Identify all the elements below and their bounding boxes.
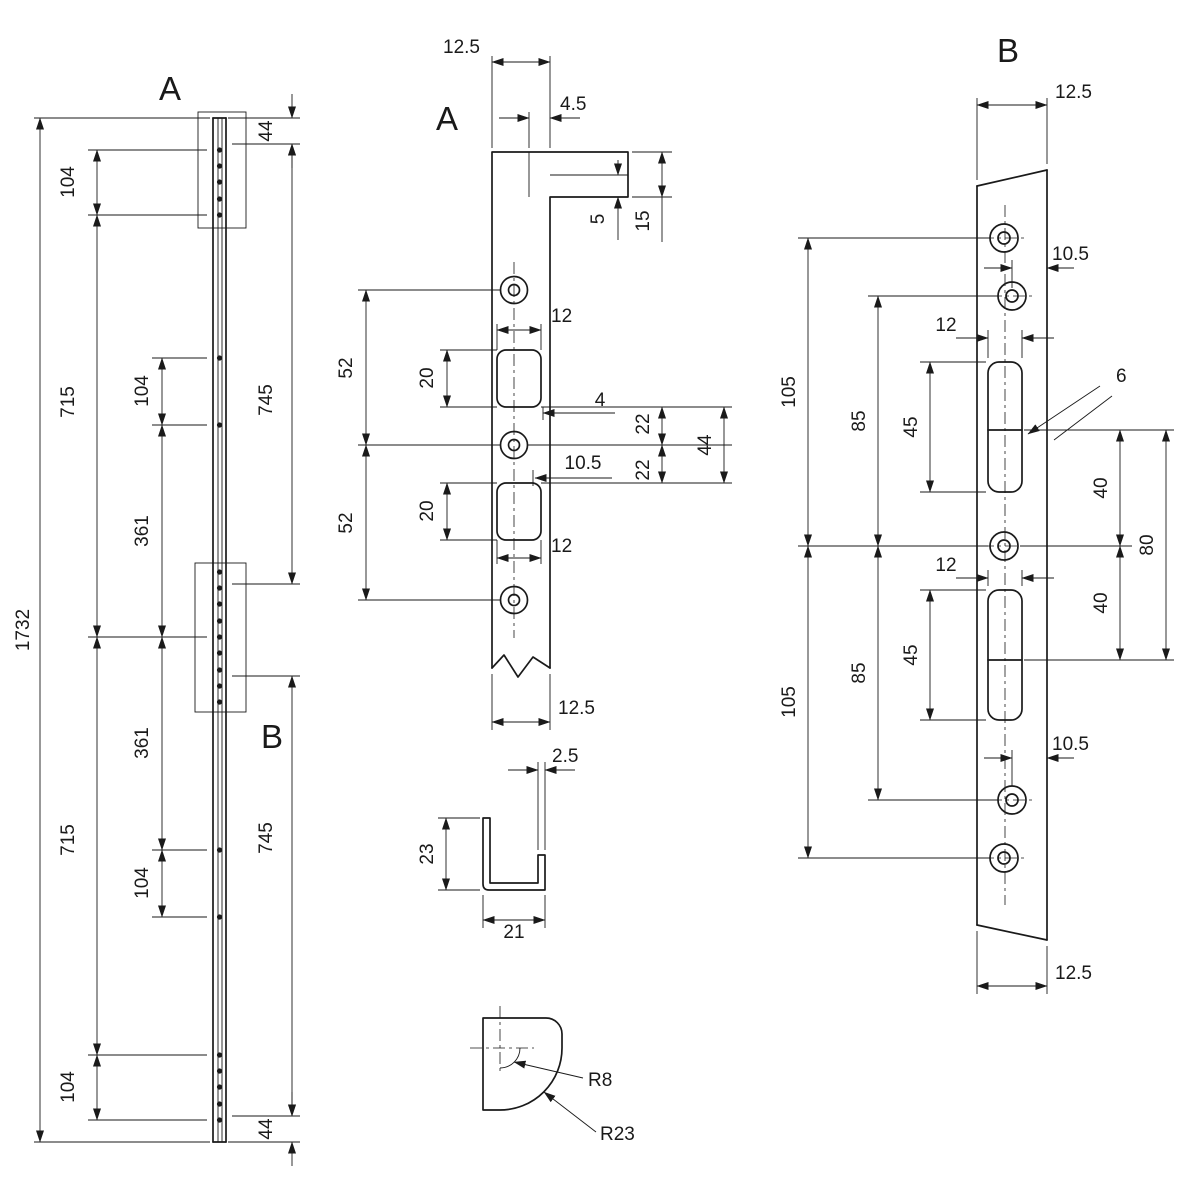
dim-sec-21: 21 <box>503 922 524 943</box>
screw-hole <box>499 585 529 615</box>
detail-a-dimensions <box>362 58 728 726</box>
dim-a-52-bot: 52 <box>336 512 357 533</box>
dim-a-52-top: 52 <box>336 357 357 378</box>
dim-sec-2-5: 2.5 <box>552 746 578 767</box>
detail-a-plate <box>491 151 629 678</box>
dim-b-12-5-bot: 12.5 <box>1055 963 1092 984</box>
overview-extension-lines <box>34 117 300 1143</box>
latch-slot <box>496 349 542 408</box>
detail-a-extension-lines <box>358 56 732 730</box>
dim-715-top: 715 <box>58 386 79 418</box>
corner-detail-view: R8 R23 <box>470 1006 635 1145</box>
overview-label-b: B <box>261 718 283 755</box>
dim-361-bot: 361 <box>132 727 153 759</box>
dim-104-bot: 104 <box>58 1071 79 1103</box>
overview-dimensions <box>36 94 296 1166</box>
screw-hole <box>499 430 529 460</box>
dim-b-80: 80 <box>1137 534 1158 555</box>
dim-44-top: 44 <box>256 120 277 142</box>
dim-a-4: 4 <box>595 390 606 411</box>
dim-104-mid-top: 104 <box>132 375 153 407</box>
dim-745-top: 745 <box>256 384 277 416</box>
dim-b-85-bot: 85 <box>849 662 870 683</box>
screw-hole <box>499 275 529 305</box>
faceplate-holes <box>216 147 223 1123</box>
dim-a-12-5-bot: 12.5 <box>558 698 595 719</box>
dim-a-20-top: 20 <box>417 367 438 388</box>
dim-b-12-top: 12 <box>935 315 956 336</box>
detail-b-label: B <box>997 32 1019 69</box>
dim-b-12-5-top: 12.5 <box>1055 82 1092 103</box>
detail-b-region-box <box>194 562 247 713</box>
dim-b-85-top: 85 <box>849 410 870 431</box>
dim-a-20-bot: 20 <box>417 500 438 521</box>
dim-b-45-top: 45 <box>901 416 922 437</box>
dim-a-10-5: 10.5 <box>565 453 602 474</box>
detail-b-dimensions <box>804 101 1170 990</box>
detail-a-label: A <box>436 100 458 137</box>
dim-b-40-top: 40 <box>1091 477 1112 498</box>
detail-a-region-box <box>197 111 247 229</box>
dim-a-12-top: 12 <box>551 306 572 327</box>
radius-r8: R8 <box>588 1070 612 1091</box>
dim-a-5: 5 <box>588 214 609 225</box>
latch-slot <box>987 589 1023 721</box>
latch-slot <box>987 361 1023 493</box>
dim-715-bot: 715 <box>58 824 79 856</box>
dim-sec-23: 23 <box>417 843 438 864</box>
detail-b-view: B 12.5 10.5 105 85 12 45 6 40 80 12 40 1… <box>779 32 1174 994</box>
dim-b-10-5-bot: 10.5 <box>1052 734 1089 755</box>
dim-a-12-5-top: 12.5 <box>443 37 480 58</box>
dim-b-10-5-top: 10.5 <box>1052 244 1089 265</box>
dim-104-top: 104 <box>58 166 79 198</box>
detail-a-view: A 12.5 4.5 5 15 52 20 12 4 22 22 44 10.5… <box>336 37 732 730</box>
latch-slot <box>496 482 542 541</box>
dim-a-44: 44 <box>695 434 716 456</box>
dim-361-top: 361 <box>132 515 153 547</box>
dim-b-45-bot: 45 <box>901 644 922 665</box>
overview-view: 1732 104 715 104 361 361 104 715 104 44 … <box>13 70 300 1166</box>
dim-b-6: 6 <box>1116 366 1127 387</box>
section-profile <box>482 817 546 891</box>
overview-label-a: A <box>159 70 181 107</box>
corner-geometry <box>470 1006 563 1111</box>
break-line <box>976 924 1048 941</box>
dim-a-22-b: 22 <box>633 459 654 480</box>
dim-total: 1732 <box>13 609 34 651</box>
dim-a-4-5: 4.5 <box>560 94 586 115</box>
section-dimensions <box>442 766 575 924</box>
break-line <box>491 654 551 678</box>
dim-a-22-a: 22 <box>633 413 654 434</box>
dim-745-bot: 745 <box>256 822 277 854</box>
dim-b-105-top: 105 <box>779 376 800 408</box>
radius-r23: R23 <box>600 1124 635 1145</box>
dim-b-40-bot: 40 <box>1091 592 1112 613</box>
plate-outline <box>491 151 629 669</box>
dim-b-12-bot: 12 <box>935 555 956 576</box>
dim-104-mid-bot: 104 <box>132 867 153 899</box>
dim-44-bot: 44 <box>256 1118 277 1140</box>
dim-a-15: 15 <box>633 210 654 231</box>
section-view: 23 21 2.5 <box>417 746 578 943</box>
corner-leaders <box>513 1060 597 1133</box>
dim-b-105-bot: 105 <box>779 686 800 718</box>
break-line <box>976 169 1048 187</box>
section-extension-lines <box>438 762 546 928</box>
faceplate-bar <box>194 111 247 1143</box>
dim-a-12-bot: 12 <box>551 536 572 557</box>
